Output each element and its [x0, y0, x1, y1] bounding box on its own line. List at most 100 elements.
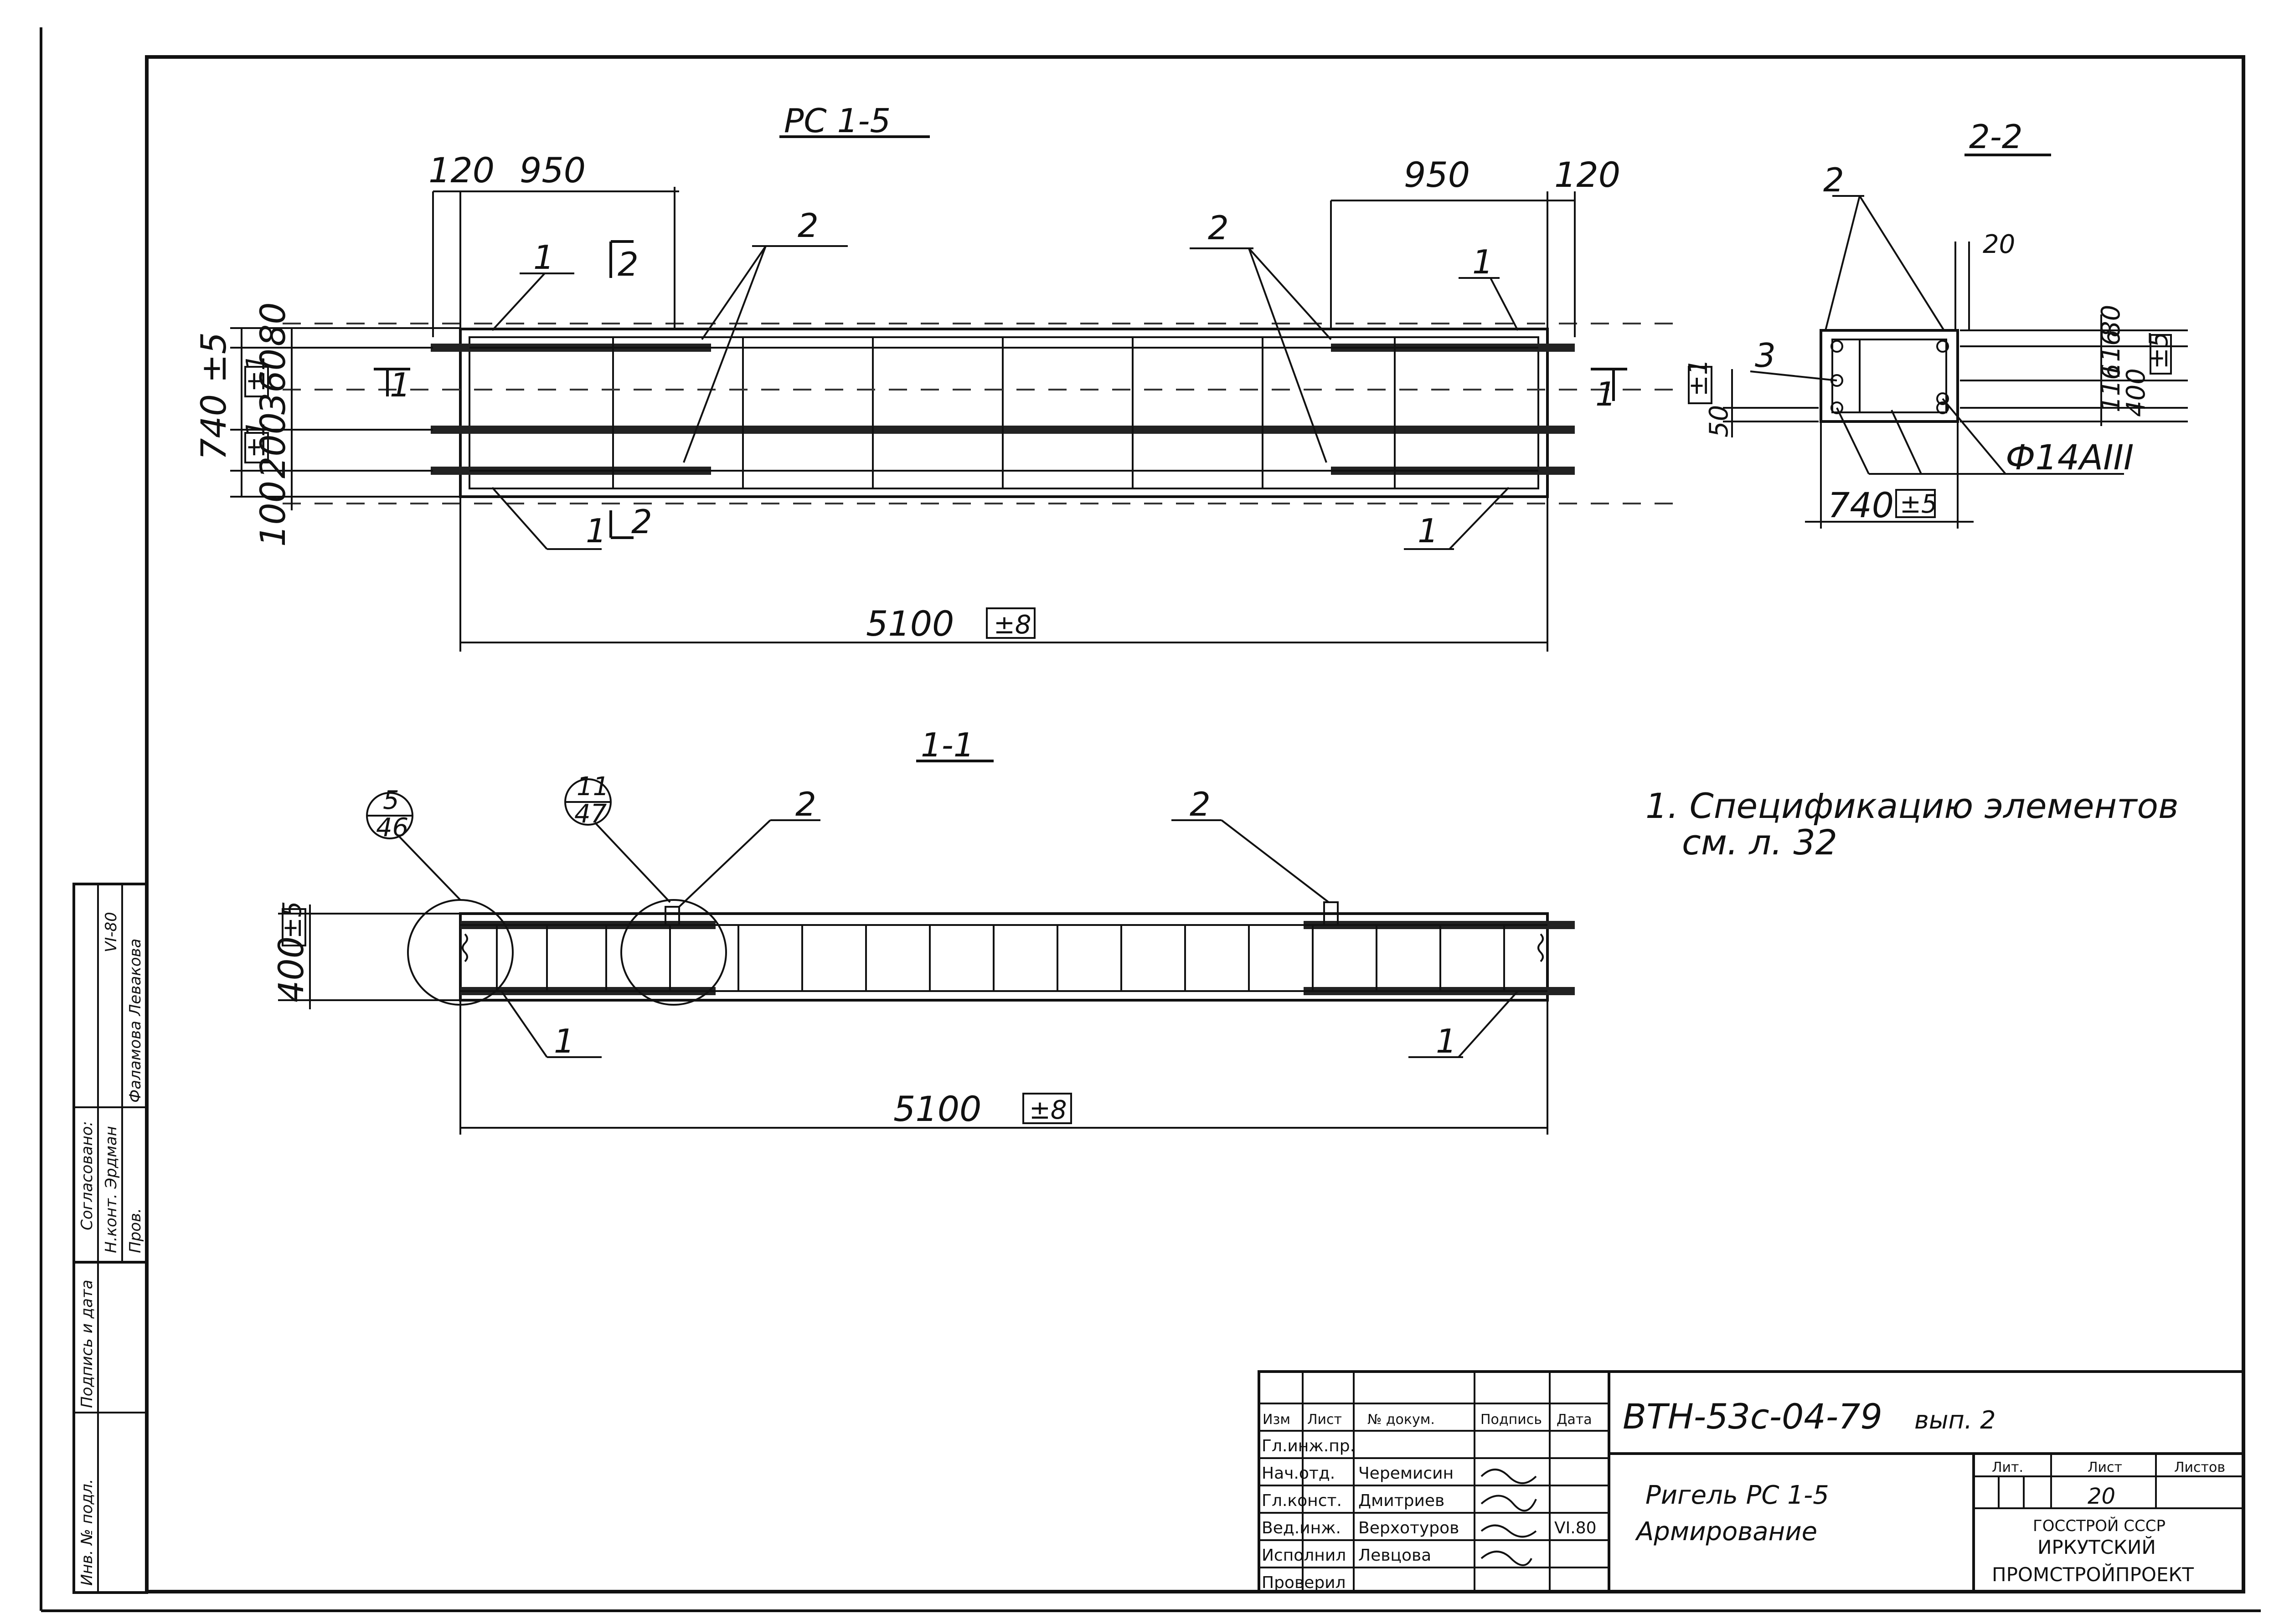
plan-label-1-bottom-left: 1 — [586, 512, 607, 550]
tb-header-doc: № докум. — [1367, 1412, 1435, 1428]
tb-row-name: Дмитриев — [1358, 1491, 1444, 1510]
plan-tol-1a: ±1 — [241, 354, 271, 392]
section-2-2-label-2: 2 — [1823, 161, 1844, 199]
callout-11-bottom: 47 — [574, 799, 607, 829]
plan-vdim-80: 80 — [253, 302, 293, 346]
section-1-1-outline — [459, 912, 1549, 1002]
section-1-1-label-2b: 2 — [1190, 785, 1211, 823]
tb-doc-code: ВТН-53с-04-79 — [1623, 1396, 1882, 1437]
plan-dim-120-left: 120 — [428, 150, 495, 190]
plan-cut-2-top: 2 — [618, 245, 639, 283]
side-stamp-row1-left: Н.конт. Эрдман — [102, 1126, 120, 1253]
title-block: Изм Лист № докум. Подпись Дата Гл.инж.пр… — [1258, 1370, 2245, 1593]
section-2-2-width: 740 — [1828, 485, 1894, 525]
side-stamp-inv-no: Инв. № подл. — [78, 1479, 96, 1586]
section-2-2-tol-1: ±1 — [1684, 359, 1713, 396]
tb-signature — [1480, 1551, 1532, 1566]
section-1-1-label-2a: 2 — [795, 785, 816, 823]
plan-tol-1b: ±1 — [241, 420, 271, 458]
callout-5-top: 5 — [383, 786, 399, 815]
plan-overall-length: 5100 — [866, 603, 954, 644]
tb-row-name: Верхотуров — [1358, 1519, 1459, 1537]
tb-org-line1: ГОССТРОЙ СССР — [2033, 1516, 2166, 1535]
section-2-2-dim-tol5: ±5 — [2144, 331, 2174, 369]
tb-row-role: Проверил — [1262, 1573, 1346, 1592]
section-2-2-dim-20: 20 — [1983, 230, 2015, 259]
tb-issue: вып. 2 — [1914, 1406, 1995, 1434]
plan-beam-outline — [459, 328, 1549, 498]
section-2-2-dim-50: 50 — [1704, 405, 1734, 437]
side-stamp-row2-right: Фаламова Левакова — [126, 939, 144, 1103]
section-1-1-overall-tol: ±8 — [1029, 1095, 1067, 1125]
plan-vdim-360: 360 — [253, 349, 293, 415]
tb-title-line2: Армирование — [1635, 1517, 1817, 1547]
plan-label-2-left: 2 — [798, 206, 819, 245]
section-1-1-stirrups — [496, 925, 1505, 991]
tb-signature — [1480, 1524, 1537, 1538]
plan-cut-1-right: 1 — [1595, 375, 1616, 413]
section-1-1-overall-length: 5100 — [893, 1089, 981, 1129]
section-2-2-dim-400: 400 — [2121, 368, 2151, 417]
plan-vdim-100: 100 — [253, 481, 293, 547]
tb-row-role: Исполнил — [1262, 1546, 1346, 1565]
note-line-1: 1. Спецификацию элементов — [1645, 786, 2179, 826]
section-2-2-width-tol: ±5 — [1900, 489, 1938, 519]
tb-org-line2: ИРКУТСКИЙ — [2037, 1536, 2156, 1558]
tb-sheets-label: Листов — [2174, 1460, 2225, 1475]
plan-label-1-bottom-right: 1 — [1418, 512, 1439, 550]
plan-dim-950-left: 950 — [520, 150, 586, 190]
tb-signature — [1480, 1469, 1537, 1484]
section-1-1-label-1-left: 1 — [554, 1022, 575, 1060]
section-1-1-detail-circle-11 — [620, 899, 727, 1006]
plan-label-1-top-right: 1 — [1472, 243, 1493, 281]
plan-overall-tol: ±8 — [994, 610, 1031, 640]
note-line-2: см. л. 32 — [1682, 822, 1837, 863]
tb-sheet-no: 20 — [2088, 1484, 2115, 1509]
tb-row-role: Нач.отд. — [1262, 1464, 1335, 1483]
side-stamp-sign-date: Подпись и дата — [78, 1280, 96, 1408]
drawing-frame — [145, 55, 2245, 1593]
callout-11-top: 11 — [577, 772, 609, 802]
callout-5-bottom: 46 — [376, 813, 408, 843]
tb-header-date: Дата — [1557, 1412, 1592, 1428]
plan-dim-120-right: 120 — [1554, 154, 1620, 195]
tb-row-name: Черемисин — [1358, 1464, 1454, 1483]
plan-cut-2-bottom: 2 — [631, 503, 652, 541]
side-stamp-agreed: Согласовано: — [78, 1121, 96, 1230]
plan-cut-1-left: 1 — [390, 366, 411, 404]
section-2-2: 2-2 2 3 20 80 116 116 400 ±5 — [1684, 118, 2188, 529]
side-stamp-row1-right: VI-80 — [102, 912, 120, 952]
section-2-2-label-3: 3 — [1755, 336, 1776, 375]
plan-vdim-740: 740 ±5 — [193, 332, 234, 460]
plan-vdim-200: 200 — [253, 412, 293, 478]
side-stamp: Согласовано: Н.конт. Эрдман VI-80 Пров. … — [72, 883, 148, 1594]
tb-lit-label: Лит. — [1992, 1460, 2023, 1475]
plan-dim-950-right: 950 — [1404, 154, 1470, 195]
tb-signature — [1480, 1495, 1537, 1512]
section-1-1-label-1-right: 1 — [1436, 1022, 1457, 1060]
plan-view: РС 1-5 120 950 — [193, 102, 1686, 652]
section-1-1: 1-1 — [271, 726, 1575, 1135]
tb-org-line3: ПРОМСТРОЙПРОЕКТ — [1992, 1563, 2194, 1586]
section-2-2-rebar-note: Ф14АIII — [2006, 437, 2134, 478]
section-1-1-height-tol: ±5 — [278, 901, 307, 939]
section-2-2-dim-116a: 116 — [2096, 329, 2126, 378]
section-2-2-dim-80: 80 — [2096, 305, 2126, 337]
tb-sheet-label: Лист — [2088, 1460, 2122, 1475]
tb-header-sign: Подпись — [1480, 1412, 1542, 1428]
side-stamp-row2-left: Пров. — [126, 1208, 144, 1253]
tb-header-izm: Изм — [1263, 1412, 1290, 1428]
tb-row-role: Вед.инж. — [1262, 1519, 1341, 1537]
plan-cage-outline — [469, 336, 1539, 489]
tb-row-role: Гл.конст. — [1262, 1491, 1342, 1510]
general-note: 1. Спецификацию элементов см. л. 32 — [1645, 786, 2179, 863]
tb-header-list: Лист — [1307, 1412, 1342, 1428]
section-2-2-title: 2-2 — [1969, 118, 2023, 156]
plan-label-2-right: 2 — [1208, 209, 1229, 247]
tb-row-role: Гл.инж.пр. — [1262, 1437, 1355, 1455]
tb-row-name: Левцова — [1358, 1546, 1431, 1565]
section-2-2-outline — [1820, 329, 1959, 423]
plan-stirrups — [612, 337, 1396, 488]
section-1-1-height: 400 — [271, 936, 311, 1002]
tb-title-line1: Ригель РС 1-5 — [1645, 1480, 1829, 1510]
